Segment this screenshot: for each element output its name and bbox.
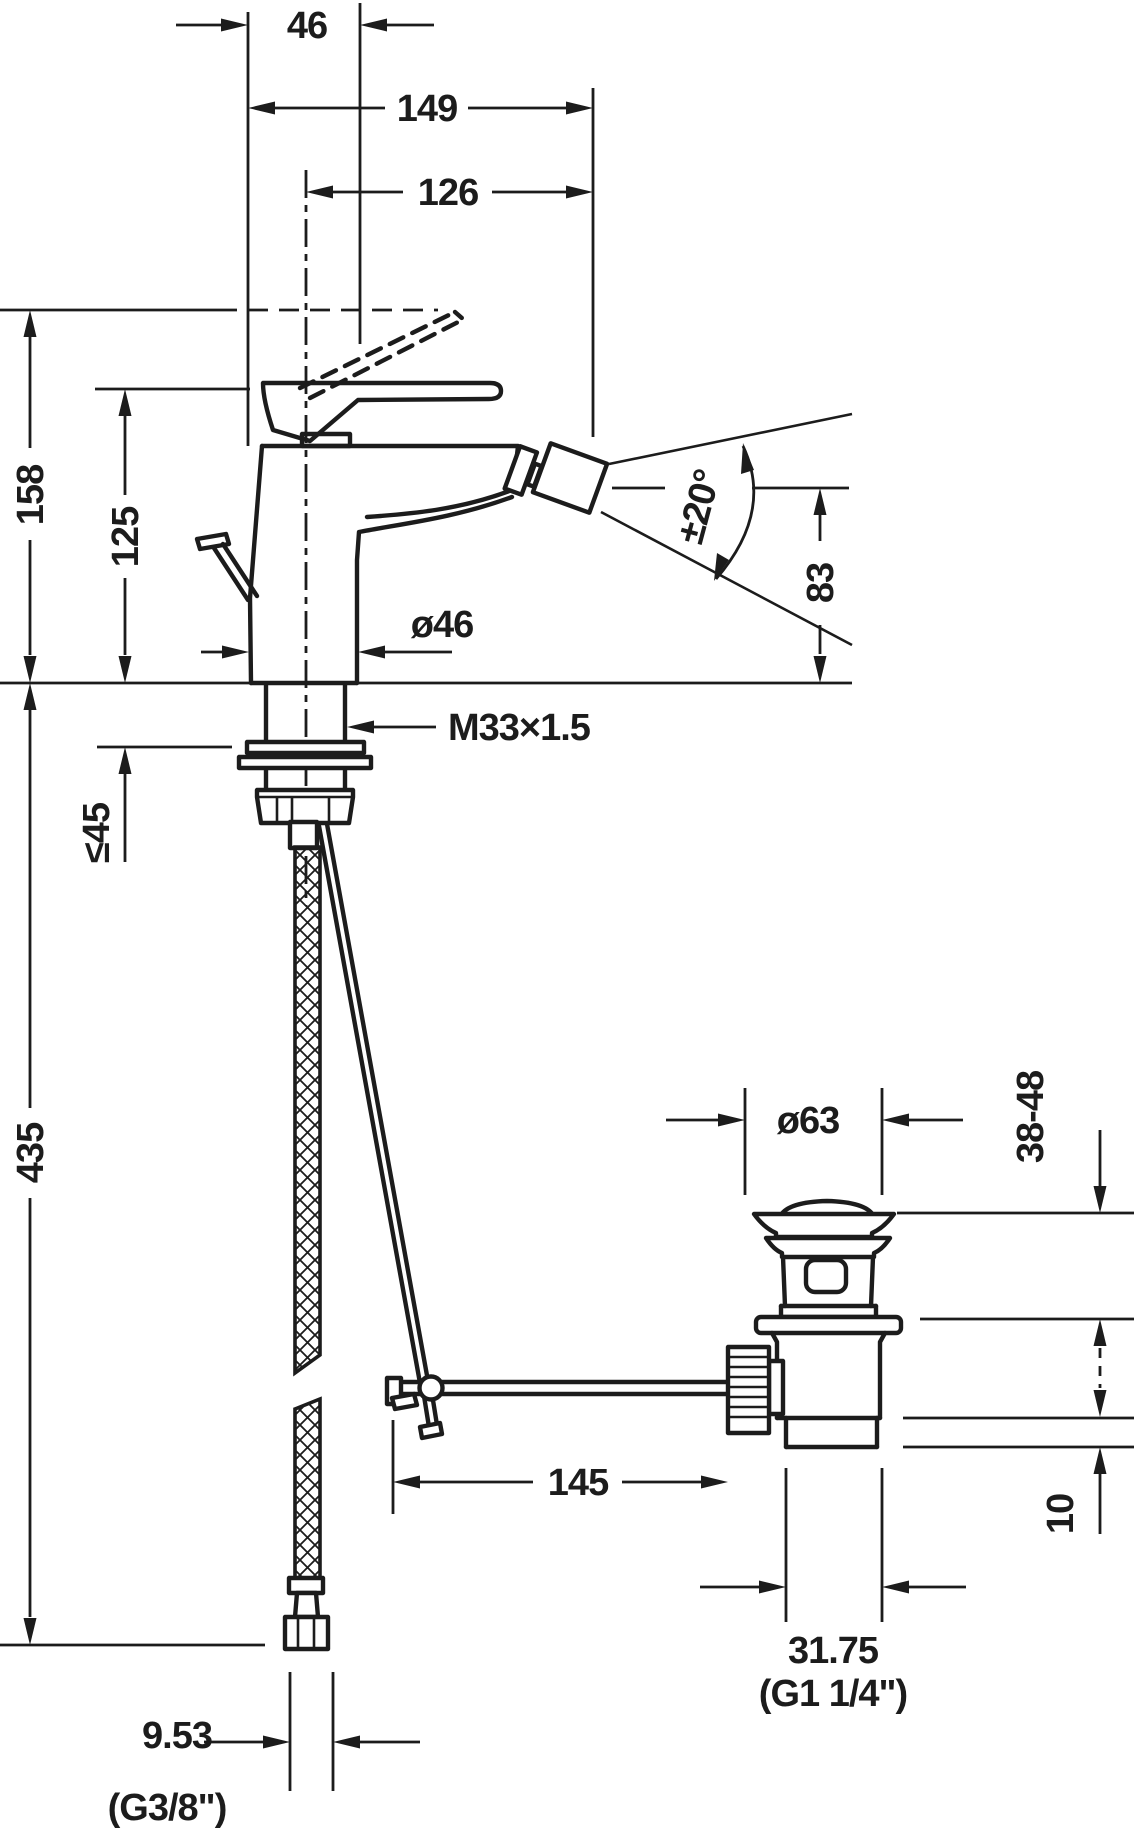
popup-linkage [316, 821, 732, 1441]
dim-label-m33: M33×1.5 [448, 707, 591, 749]
dim-hose-length: 435 [10, 683, 52, 1645]
dim-label-g38: (G3/8") [108, 1787, 227, 1829]
body-left-edge [247, 443, 265, 686]
spout-underside-inner [364, 487, 515, 520]
waste-flange [751, 1211, 897, 1240]
dim-waste-deck-range: 38-48 [1010, 1071, 1107, 1417]
mounting-nut [254, 787, 356, 826]
dim-waste-tail-gap: 10 [1040, 1447, 1107, 1534]
rod-end-cap [417, 1420, 445, 1441]
dim-label-953: 9.53 [142, 1715, 212, 1757]
dim-label-3848: 38-48 [1010, 1071, 1052, 1163]
washer-upper [244, 739, 367, 756]
dim-label-10: 10 [1040, 1494, 1082, 1534]
dim-label-g114: (G1 1/4") [759, 1673, 907, 1715]
dim-label-3175: 31.75 [788, 1630, 879, 1672]
dim-height-lever-up: 158 [10, 310, 52, 683]
dim-label-83: 83 [800, 563, 842, 603]
reference-lines [0, 3, 1134, 1791]
plug-dome [778, 1198, 876, 1218]
dim-label-d46: ø46 [411, 604, 473, 646]
dim-reach-from-center: 126 [306, 172, 593, 214]
popup-rod-right [324, 821, 431, 1384]
dim-label-149: 149 [397, 88, 457, 130]
waste-tailpiece [783, 1415, 880, 1450]
spray-cone [600, 412, 853, 647]
dim-label-126: 126 [418, 172, 478, 214]
lever-handle [260, 380, 504, 444]
hose-upper-segment [293, 845, 322, 1377]
waste-body-right [877, 1330, 888, 1421]
dim-rod-reach: 145 [393, 1462, 728, 1504]
dim-waste-connection: 31.75 (G1 1/4") [700, 1580, 966, 1715]
spout-underside-outer [354, 494, 515, 686]
pullrod-knob [194, 531, 260, 603]
dim-waste-flange-diameter: ø63 [666, 1100, 963, 1142]
supply-hose [282, 845, 331, 1652]
hose-end-fitting [282, 1575, 331, 1652]
overflow-window [803, 1257, 849, 1295]
clamp-bracket [389, 1391, 420, 1412]
washer-lower [236, 754, 374, 771]
hose-crimp [287, 819, 320, 851]
dim-label-max45: ≤45 [76, 802, 118, 863]
dim-height-body: 125 [105, 389, 147, 683]
body-top [259, 443, 521, 494]
dim-base-diameter: ø46 [201, 604, 474, 659]
waste-flange-lower [763, 1235, 893, 1260]
dim-label-pm20: ±20° [670, 466, 730, 549]
rod-knurled-nut [725, 1344, 786, 1436]
hose-lower-segment [293, 1396, 322, 1580]
dim-spout-height: 83 [800, 488, 842, 683]
dim-label-145: 145 [548, 1462, 609, 1504]
waste-washer [753, 1314, 904, 1336]
dim-shank-thread: M33×1.5 [347, 707, 592, 749]
shank-assembly [236, 682, 374, 851]
dim-supply-connection: 9.53 (G3/8") [108, 1715, 420, 1829]
clamp-ball-joint [417, 1374, 445, 1402]
faucet-body [194, 309, 853, 851]
dim-label-435: 435 [10, 1122, 52, 1183]
supply-hex-nut [282, 1614, 331, 1652]
dim-label-158: 158 [10, 465, 52, 525]
aerator [502, 441, 610, 515]
dim-spray-swivel: ±20° [670, 443, 756, 581]
popup-rod-left [316, 823, 423, 1386]
dim-top-offset: 46 [176, 5, 434, 47]
dim-label-125: 125 [105, 506, 147, 567]
dim-label-d63: ø63 [777, 1100, 839, 1142]
dim-label-46: 46 [287, 5, 327, 47]
dim-max-deck-thickness: ≤45 [76, 747, 132, 863]
dim-reach-total: 149 [248, 88, 593, 130]
popup-waste [725, 1198, 904, 1450]
